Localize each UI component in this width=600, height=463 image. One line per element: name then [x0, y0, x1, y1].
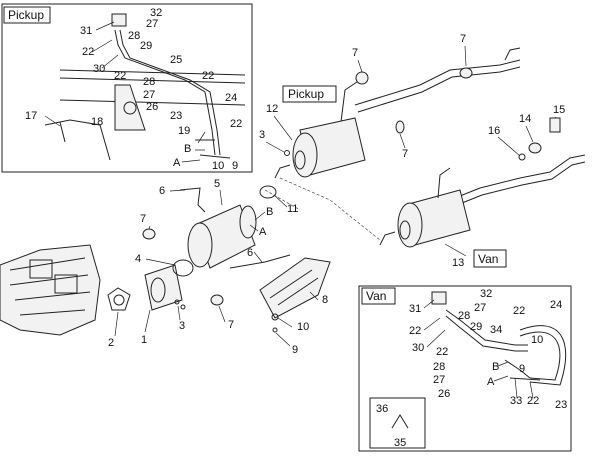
callout-van-24: 24 — [550, 299, 562, 311]
callout-van-10: 10 — [531, 334, 543, 346]
callout-pk-A: A — [173, 157, 181, 169]
callout-van-22d: 22 — [527, 395, 539, 407]
callout-pk-22b: 22 — [114, 70, 126, 82]
callout-pk-19: 19 — [178, 125, 190, 137]
pickup-inset-title: Pickup — [8, 8, 44, 22]
callout-4: 4 — [135, 253, 141, 265]
callout-van-28: 28 — [458, 310, 470, 322]
callout-pk-24: 24 — [225, 92, 237, 104]
callout-7c: 7 — [402, 148, 408, 160]
callout-A: A — [259, 226, 267, 238]
callout-pk-23: 23 — [170, 110, 182, 122]
callout-van-33: 33 — [510, 395, 522, 407]
van-inset: Van — [358, 285, 572, 452]
callout-7b: 7 — [460, 33, 466, 45]
callout-van-A: A — [487, 376, 495, 388]
callout-van-34: 34 — [490, 324, 502, 336]
callout-8: 8 — [322, 294, 328, 306]
callout-3b: 3 — [179, 320, 185, 332]
callout-van-29: 29 — [470, 321, 482, 333]
callout-pk-32: 32 — [150, 7, 162, 19]
callout-11: 11 — [287, 203, 298, 215]
callout-pk-B: B — [184, 143, 191, 155]
callout-van-28b: 28 — [433, 361, 445, 373]
callout-van-27: 27 — [474, 302, 486, 314]
callout-van-9: 9 — [519, 363, 525, 375]
callout-van-26: 26 — [438, 388, 450, 400]
van-inset-title: Van — [366, 289, 386, 303]
callout-3a: 3 — [259, 129, 265, 141]
callout-16: 16 — [488, 125, 500, 137]
pickup-callouts: 32 31 27 28 22 29 30 22 25 28 27 26 22 2… — [25, 7, 242, 172]
callout-14: 14 — [519, 113, 531, 125]
callout-10: 10 — [297, 321, 309, 333]
callout-pk-22a: 22 — [82, 46, 94, 58]
main-diagram: Pickup Van — [0, 47, 586, 336]
callout-9: 9 — [292, 344, 298, 356]
callout-van-30: 30 — [412, 342, 424, 354]
callout-12: 12 — [266, 103, 278, 115]
callout-pk-27: 27 — [146, 18, 158, 30]
callout-van-B: B — [492, 361, 499, 373]
callout-7a: 7 — [352, 47, 358, 59]
callout-pk-22d: 22 — [230, 118, 242, 130]
callout-pk-25: 25 — [170, 54, 182, 66]
callout-2: 2 — [108, 337, 114, 349]
callout-van-31: 31 — [409, 303, 421, 315]
callout-van-27b: 27 — [433, 374, 445, 386]
callout-van-22c: 22 — [436, 346, 448, 358]
callout-van-36: 36 — [376, 403, 388, 415]
callout-pk-27b: 27 — [143, 89, 155, 101]
callout-pk-28: 28 — [128, 30, 140, 42]
main-van-label: Van — [478, 252, 498, 266]
callout-van-22b: 22 — [513, 305, 525, 317]
pickup-inset: Pickup — [1, 3, 253, 173]
callout-pk-22c: 22 — [202, 70, 214, 82]
callout-van-32: 32 — [480, 288, 492, 300]
callout-van-23: 23 — [555, 399, 567, 411]
callout-B: B — [266, 206, 273, 218]
callout-6a: 6 — [159, 185, 165, 197]
callout-pk-30: 30 — [93, 63, 105, 75]
callout-pk-18: 18 — [91, 116, 103, 128]
callout-1: 1 — [141, 334, 147, 346]
callout-6b: 6 — [247, 247, 253, 259]
callout-7e: 7 — [228, 319, 234, 331]
callout-pk-31: 31 — [80, 25, 92, 37]
callout-5: 5 — [214, 178, 220, 190]
callout-pk-9: 9 — [232, 160, 238, 172]
callout-13: 13 — [452, 257, 464, 269]
callout-15: 15 — [553, 104, 565, 116]
callout-pk-28b: 28 — [143, 76, 155, 88]
callout-pk-10: 10 — [212, 160, 224, 172]
callout-7d: 7 — [140, 213, 146, 225]
callout-van-22a: 22 — [409, 325, 421, 337]
callout-pk-17: 17 — [25, 110, 37, 122]
main-pickup-label: Pickup — [288, 87, 324, 101]
main-callouts: 7 7 12 7 3 15 14 16 6 5 B 11 A 7 4 6 8 1… — [108, 33, 565, 356]
callout-pk-26: 26 — [146, 101, 158, 113]
callout-van-35: 35 — [394, 437, 406, 449]
callout-pk-29: 29 — [140, 40, 152, 52]
van-callouts: 32 31 27 28 22 29 30 34 22 24 10 22 9 28… — [376, 288, 567, 449]
